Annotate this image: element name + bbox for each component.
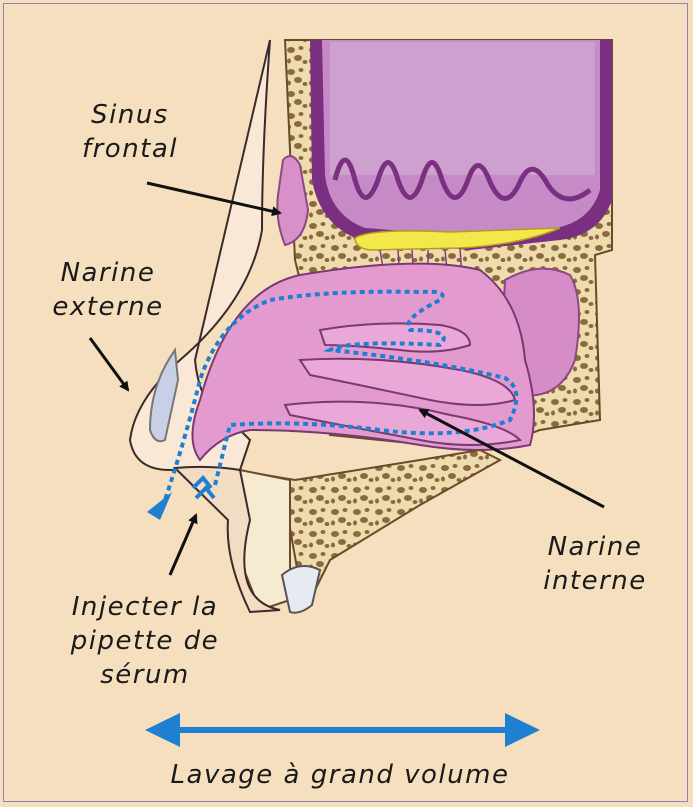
tooth [282, 566, 320, 613]
label-sinus-frontal: Sinus frontal [65, 98, 195, 166]
lavage-double-arrow [145, 713, 540, 747]
label-lavage-grand-volume: Lavage à grand volume [100, 758, 580, 792]
label-narine-interne: Narine interne [520, 530, 670, 598]
injecter-pointer [170, 515, 196, 575]
narine-externe-pointer [90, 338, 128, 390]
label-injecter-pipette: Injecter la pipette de sérum [40, 590, 250, 692]
flow-outlet-arrowhead [147, 492, 172, 520]
palate-bone [235, 450, 500, 613]
brain [310, 40, 612, 250]
label-narine-externe: Narine externe [28, 256, 188, 324]
